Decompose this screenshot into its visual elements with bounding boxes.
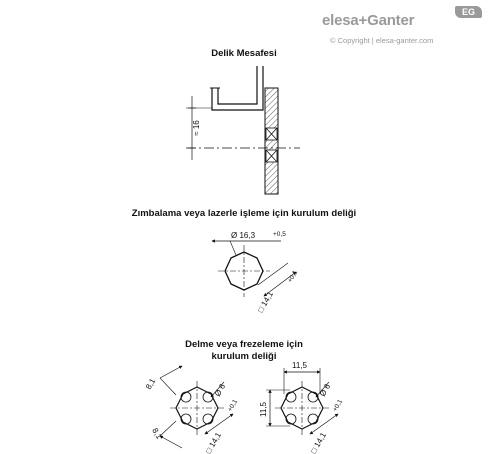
punch-hole-drawing: Ø 16,3 +0,5 □ 14,1 +0,1 — [211, 231, 300, 314]
drilling-title-line1: Delme veya frezeleme için — [185, 339, 303, 350]
spacing-label: ≈ 16 — [192, 120, 201, 136]
drill-right-square-tol: +0,1 — [332, 398, 345, 413]
eg-badge: EG — [455, 6, 482, 18]
hinge-leaf-profile — [211, 66, 264, 111]
fastener-block — [265, 127, 278, 163]
brand-name: elesa+Ganter — [322, 12, 415, 29]
drill-left-diameter: Ø 6 — [213, 382, 228, 398]
drill-left-drawing: 8,1 8,1 Ø 6 □ 14,1 +0,1 — [144, 365, 240, 454]
drill-right-side: 11,5 — [259, 401, 268, 417]
drill-right-drawing: 11,5 11,5 Ø 6 □ 14,1 +0,1 — [259, 361, 344, 454]
drill-left-square-tol: +0,1 — [227, 398, 240, 413]
punch-square: □ 14,1 — [256, 289, 275, 314]
drill-left-square: □ 14,1 — [204, 430, 223, 454]
copyright-text: © Copyright | elesa-ganter.com — [330, 36, 434, 45]
drill-right-square: □ 14,1 — [309, 430, 328, 454]
drill-right-top: 11,5 — [292, 361, 308, 370]
panel-section — [264, 87, 279, 195]
drill-left-top: 8,1 — [144, 376, 158, 391]
punch-diameter: Ø 16,3 — [231, 231, 256, 240]
punch-square-tol: +0,1 — [287, 269, 300, 284]
drill-left-bottom: 8,1 — [150, 427, 164, 442]
spacing-drawing: ≈ 16 — [186, 66, 300, 195]
punch-diameter-tol: +0,5 — [273, 231, 286, 238]
spacing-title: Delik Mesafesi — [211, 48, 277, 59]
brand-logo: elesa+Ganter — [322, 12, 414, 29]
drilling-title: Delme veya frezeleme için kurulum deliği — [0, 339, 488, 363]
drilling-title-line2: kurulum deliği — [211, 351, 277, 362]
punching-title: Zımbalama veya lazerle işleme için kurul… — [131, 208, 357, 219]
